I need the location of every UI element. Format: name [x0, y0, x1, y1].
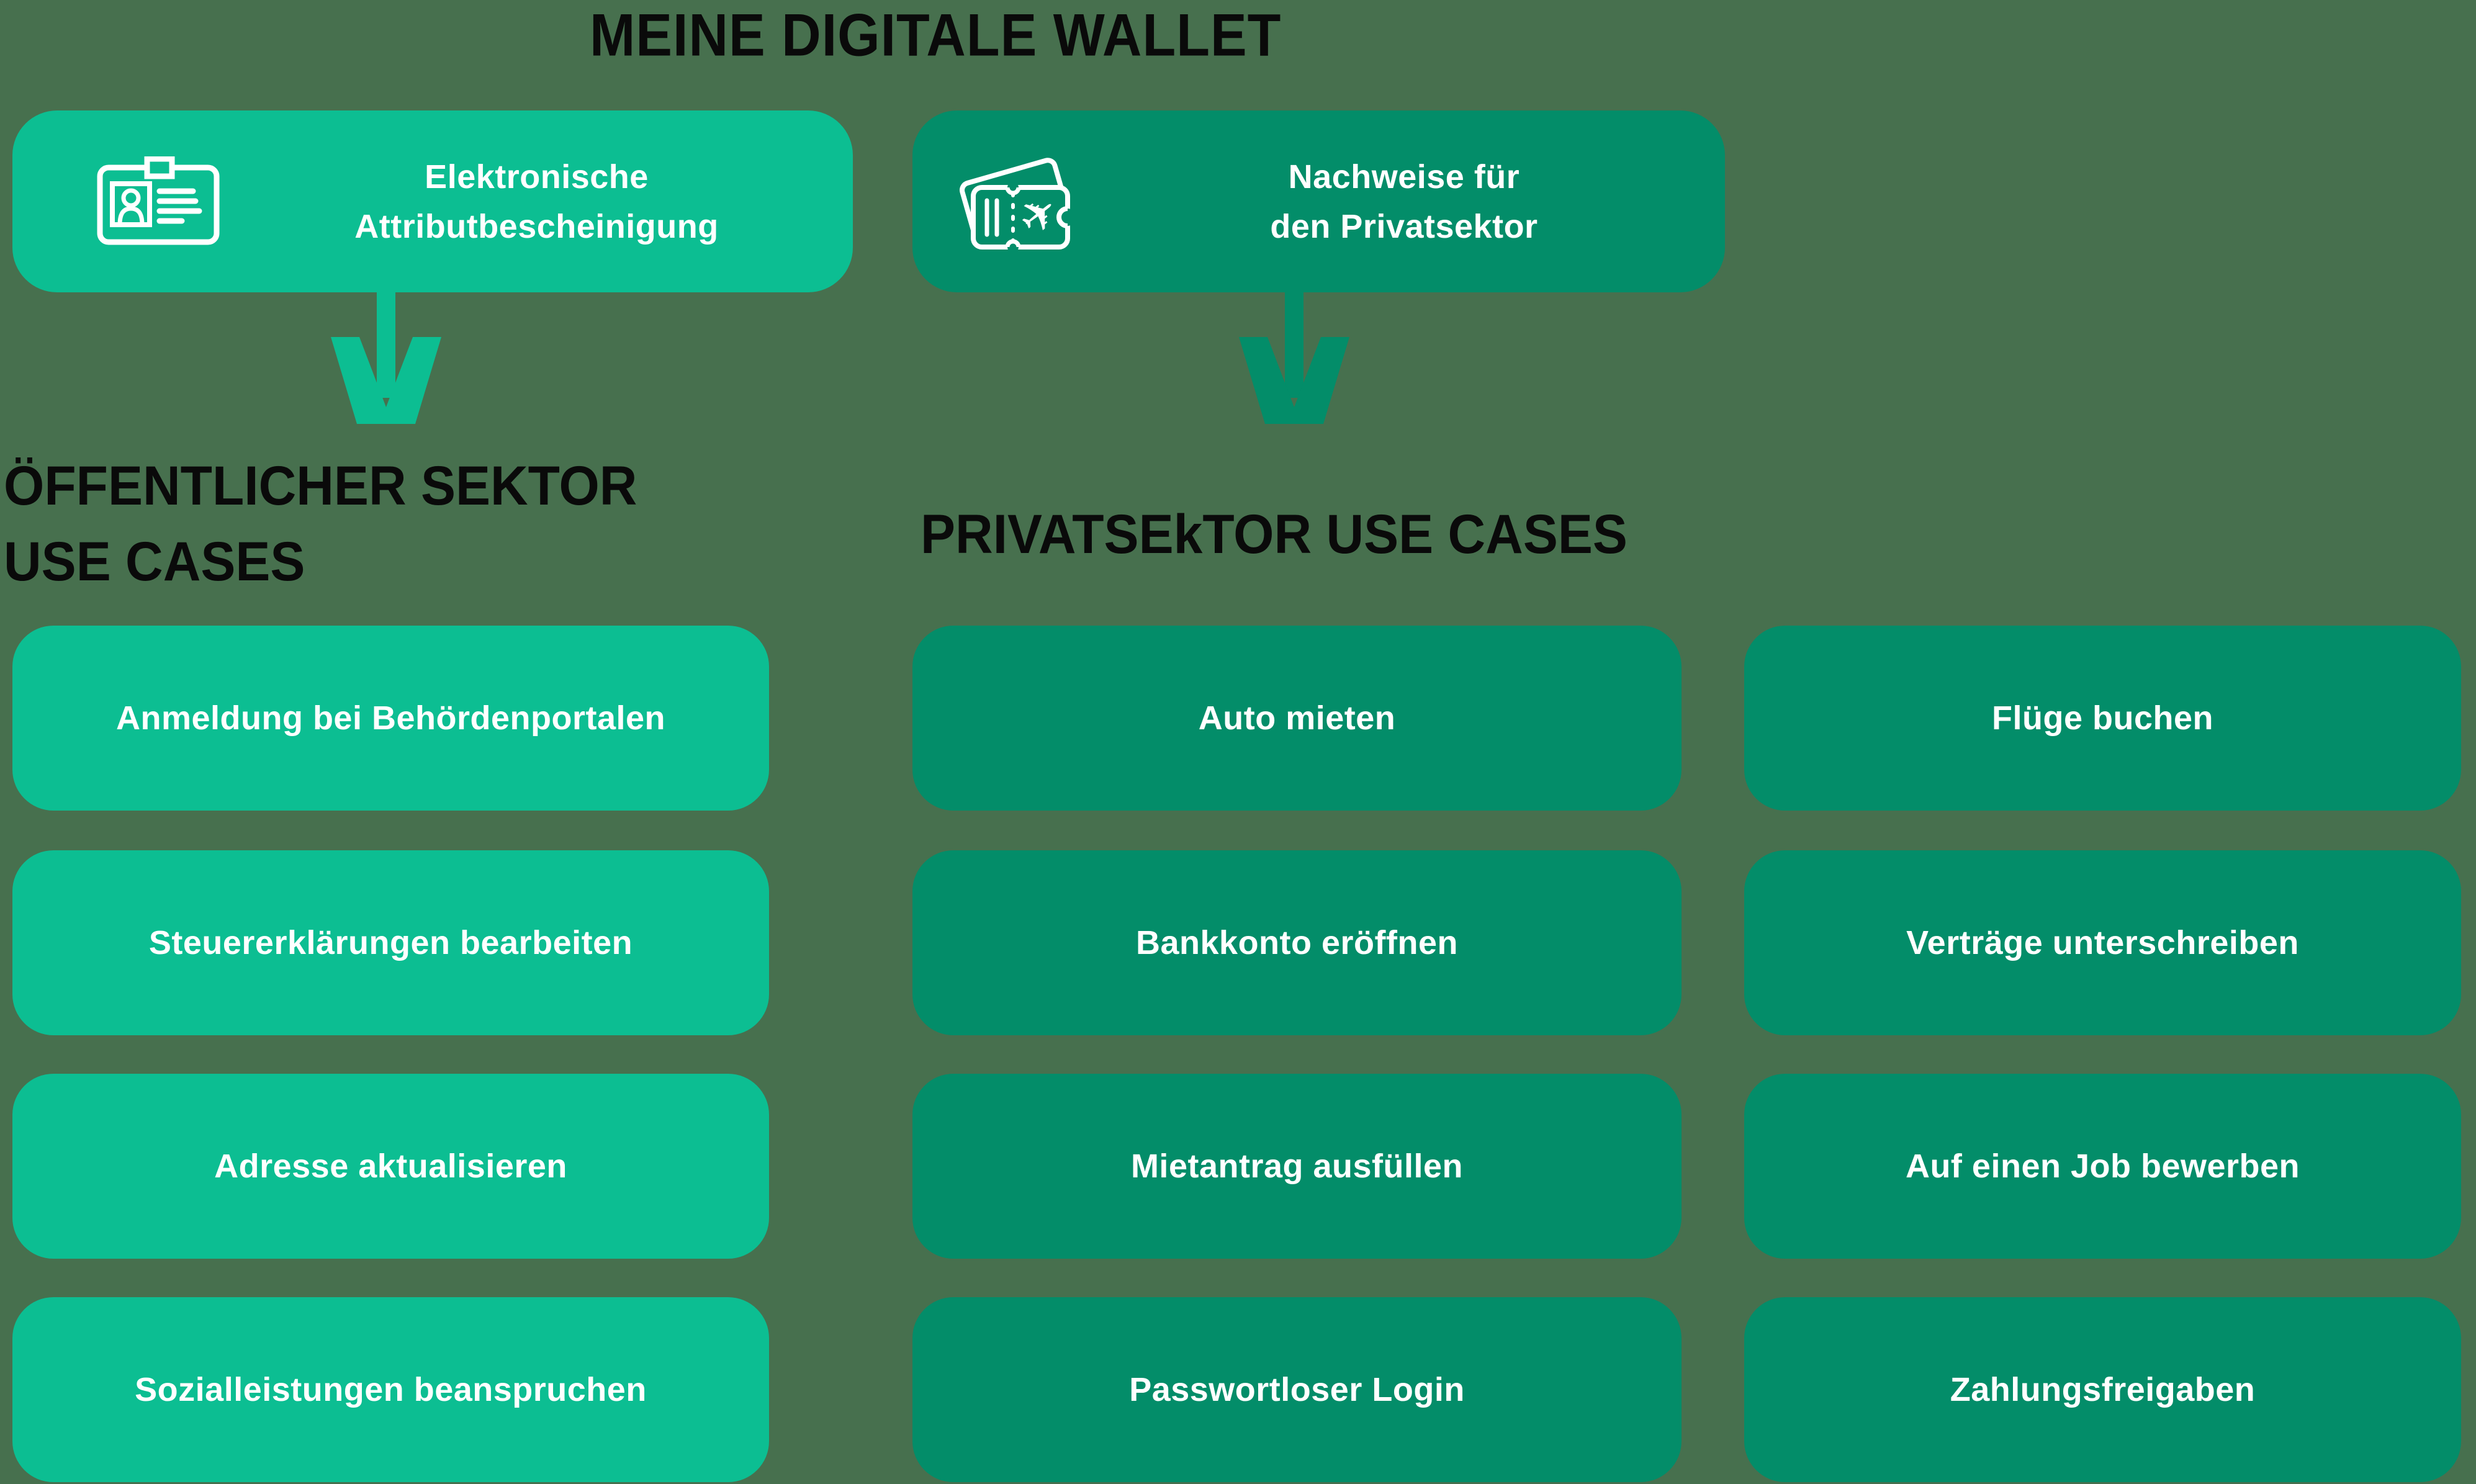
use-case-pill-mietantrag: Mietantrag ausfüllen [912, 1074, 1681, 1259]
use-case-label: Mietantrag ausfüllen [1130, 1148, 1464, 1185]
use-case-label: Auf einen Job bewerben [1905, 1148, 2300, 1185]
down-arrow-icon [1239, 292, 1349, 424]
use-case-pill-vertraege: Verträge unterschreiben [1744, 850, 2461, 1035]
use-case-label: Verträge unterschreiben [1906, 924, 2299, 961]
wallet-card-private-label: Nachweise für den Privatsektor [1083, 152, 1725, 251]
use-case-pill-anmeldung: Anmeldung bei Behördenportalen [12, 626, 769, 811]
wallet-card-public-label-line1: Elektronische [425, 158, 649, 196]
private-sector-heading: PRIVATSEkTOR USE CASES [921, 497, 1627, 572]
wallet-card-private: ✈ Nachweise für den Privatsektor [912, 110, 1725, 292]
use-case-pill-zahlungsfreigaben: Zahlungsfreigaben [1744, 1297, 2461, 1482]
use-case-pill-adresse: Adresse aktualisieren [12, 1074, 769, 1259]
wallet-card-public: Elektronische Attributbescheinigung [12, 110, 853, 292]
public-sector-heading-line1: ÖFFENTLICHER SEKTOR [4, 454, 637, 517]
use-case-pill-steuererklaerungen: Steuererklärungen bearbeiten [12, 850, 769, 1035]
use-case-label: Bankkonto eröffnen [1135, 924, 1459, 961]
use-case-pill-auto-mieten: Auto mieten [912, 626, 1681, 811]
use-case-label: Adresse aktualisieren [214, 1148, 567, 1185]
wallet-card-public-label-line2: Attributbescheinigung [354, 207, 719, 245]
use-case-pill-passwortloser-login: Passwortloser Login [912, 1297, 1681, 1482]
wallet-card-private-label-line1: Nachweise für [1288, 158, 1520, 196]
plane-tickets-icon: ✈ [960, 158, 1076, 250]
use-case-label: Auto mieten [1198, 699, 1396, 737]
use-case-label: Steuererklärungen bearbeiten [148, 924, 633, 961]
private-sector-heading-line1: PRIVATSEkTOR USE CASES [921, 503, 1627, 565]
use-case-label: Anmeldung bei Behördenportalen [115, 699, 666, 737]
page-title: MEINE DIGITALE WALLET [590, 1, 1282, 69]
use-case-pill-bankkonto: Bankkonto eröffnen [912, 850, 1681, 1035]
public-sector-heading-line2: USE CASES [4, 530, 305, 593]
use-case-pill-job-bewerben: Auf einen Job bewerben [1744, 1074, 2461, 1259]
use-case-label: Passwortloser Login [1129, 1371, 1465, 1408]
use-case-pill-fluege-buchen: Flüge buchen [1744, 626, 2461, 811]
id-card-icon [97, 156, 220, 245]
use-case-label: Flüge buchen [1992, 699, 2213, 737]
use-case-label: Sozialleistungen beanspruchen [135, 1371, 647, 1408]
use-case-pill-sozialleistungen: Sozialleistungen beanspruchen [12, 1297, 769, 1482]
use-case-label: Zahlungsfreigaben [1950, 1371, 2256, 1408]
wallet-card-private-label-line2: den Privatsektor [1270, 207, 1538, 245]
down-arrow-icon [331, 292, 441, 424]
public-sector-heading: ÖFFENTLICHER SEKTOR USE CASES [4, 448, 637, 600]
wallet-card-public-label: Elektronische Attributbescheinigung [220, 152, 853, 251]
